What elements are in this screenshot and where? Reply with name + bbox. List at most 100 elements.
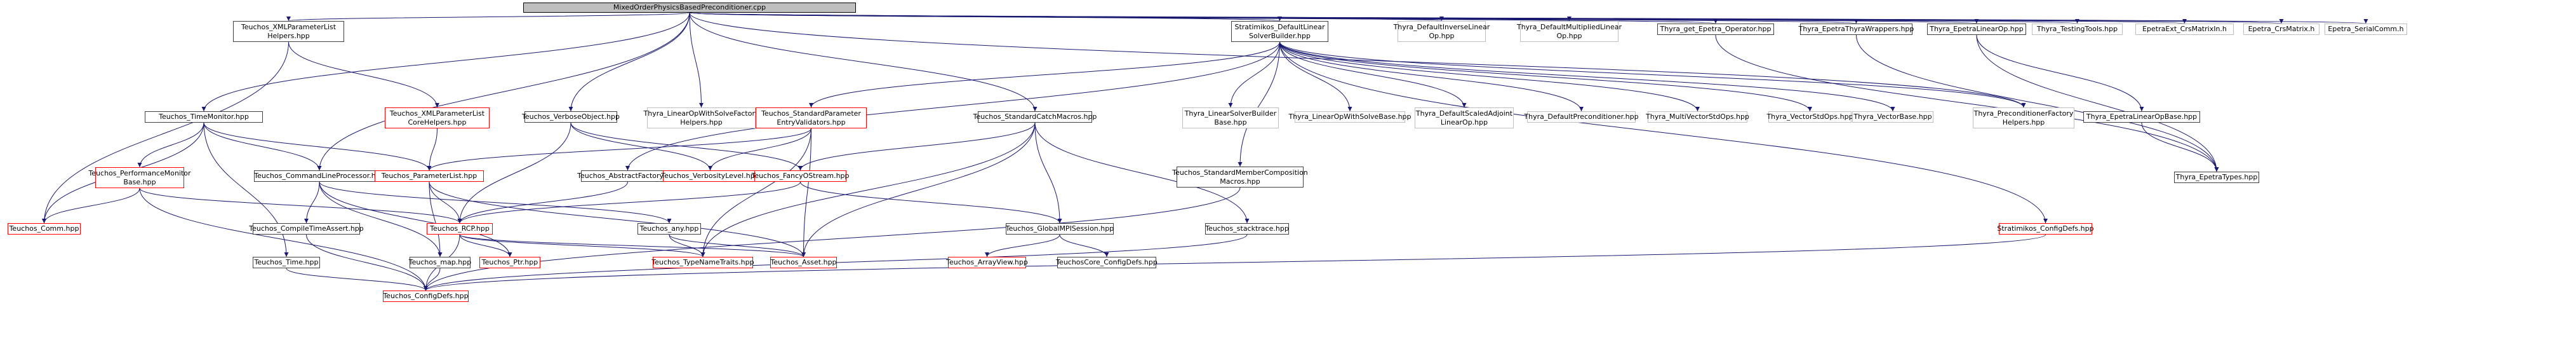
edge-perfmonitor-to-rcp bbox=[139, 188, 462, 224]
node-thyra-default-multiplied-linear-op[interactable]: Thyra_DefaultMultipliedLinear Op.hpp bbox=[1517, 21, 1622, 42]
edge-rcp-to-typenametraits bbox=[459, 234, 705, 257]
node-teuchos-global-mpi-session[interactable]: Teuchos_GlobalMPISession.hpp bbox=[1006, 223, 1114, 235]
node-epetra-serial-comm[interactable]: Epetra_SerialComm.h bbox=[2325, 24, 2407, 35]
node-thyra-default-inverse-linear-op[interactable]: Thyra_DefaultInverseLinear Op.hpp bbox=[1394, 21, 1490, 42]
edge-defaultlinear-to-stdmembercomposition bbox=[1238, 41, 1280, 167]
edge-configdefs_strat-to-configdefs bbox=[424, 234, 2046, 291]
node-thyra-testing-tools[interactable]: Thyra_TestingTools.hpp bbox=[2032, 24, 2123, 35]
node-stratimikos-default-linear-solver-builder[interactable]: Stratimikos_DefaultLinear SolverBuilder.… bbox=[1231, 21, 1328, 42]
node-teuchos-xml-parameter-list-core-helpers[interactable]: Teuchos_XMLParameterList CoreHelpers.hpp bbox=[385, 107, 490, 128]
edge-root-to-verboseobject bbox=[568, 12, 690, 112]
edge-xmlhelpers-to-comm bbox=[42, 41, 289, 224]
edge-root-to-timemonitor bbox=[201, 12, 690, 112]
node-teuchos-array-view[interactable]: Teuchos_ArrayView.hpp bbox=[946, 257, 1028, 268]
edge-stdcatchmacros-to-stacktrace bbox=[1034, 122, 1250, 224]
node-teuchos-command-line-processor[interactable]: Teuchos_CommandLineProcessor.hpp bbox=[254, 170, 385, 182]
edge-defaultlinear-to-defaultscaledadjoint bbox=[1279, 41, 1467, 108]
edge-epetralinearop-to-epetralinearopbase bbox=[1976, 34, 2144, 112]
edge-cmdlineprocessor-to-any bbox=[319, 181, 672, 224]
node-teuchos-standard-catch-macros[interactable]: Teuchos_StandardCatchMacros.hpp bbox=[973, 111, 1097, 123]
edge-getepetra-to-epetratypes bbox=[1715, 34, 2219, 172]
node-teuchos-type-name-traits[interactable]: Teuchos_TypeNameTraits.hpp bbox=[651, 257, 754, 268]
edge-verboseobject-to-rcp bbox=[457, 122, 571, 224]
node-teuchos-xml-parameter-list-helpers[interactable]: Teuchos_XMLParameterList Helpers.hpp bbox=[233, 21, 344, 42]
edge-epetrathyrawrappers-to-epetratypes bbox=[1856, 34, 2219, 172]
node-thyra-multi-vector-std-ops[interactable]: Thyra_MultiVectorStdOps.hpp bbox=[1646, 111, 1749, 123]
edge-parameterlist-to-map bbox=[429, 181, 443, 257]
edge-defaultlinear-to-linearopwithsolvebase bbox=[1279, 41, 1352, 112]
node-teuchos-comm[interactable]: Teuchos_Comm.hpp bbox=[8, 223, 81, 235]
node-teuchos-rcp[interactable]: Teuchos_RCP.hpp bbox=[427, 223, 493, 235]
node-epetra-crs-matrix[interactable]: Epetra_CrsMatrix.h bbox=[2243, 24, 2319, 35]
edge-verboseobject-to-fancyostream bbox=[570, 122, 803, 171]
node-thyra-linear-solver-builder-base[interactable]: Thyra_LinearSolverBuilder Base.hpp bbox=[1182, 107, 1279, 128]
node-thyra-vector-base[interactable]: Thyra_VectorBase.hpp bbox=[1852, 111, 1933, 123]
edge-epetralinearopbase-to-epetratypes bbox=[2141, 122, 2219, 172]
edge-parameterlist-to-asset bbox=[429, 181, 806, 257]
node-teuchos-any[interactable]: Teuchos_any.hpp bbox=[637, 223, 701, 235]
edge-cmdlineprocessor-to-map bbox=[319, 181, 443, 257]
edge-defaultlinear-to-defaultpreconditioner bbox=[1279, 41, 1584, 112]
node-thyra-epetra-types[interactable]: Thyra_EpetraTypes.hpp bbox=[2174, 172, 2259, 183]
edge-stdcatchmacros-to-fancyostream bbox=[798, 122, 1036, 171]
edge-defaultlinear-to-preconditionerfactory bbox=[1279, 41, 2026, 108]
node-teuchos-map[interactable]: Teuchos_map.hpp bbox=[409, 257, 471, 268]
edge-root-to-cmdlineprocessor bbox=[317, 12, 690, 171]
edge-root-to-xmlhelpers bbox=[286, 12, 690, 22]
node-teuchos-standard-parameter-entry-validators[interactable]: Teuchos_StandardParameter EntryValidator… bbox=[756, 107, 867, 128]
edge-time-to-configdefs bbox=[286, 268, 428, 291]
node-thyra-epetra-linear-op[interactable]: Thyra_EpetraLinearOp.hpp bbox=[1927, 24, 2026, 35]
node-epetraext-crs-matrix-in[interactable]: EpetraExt_CrsMatrixIn.h bbox=[2135, 24, 2234, 35]
edge-root-to-preconditionerfactory bbox=[689, 12, 2026, 108]
node-teuchos-standard-member-composition-macros[interactable]: Teuchos_StandardMemberComposition Macros… bbox=[1172, 167, 1308, 188]
node-thyra-epetra-linear-op-base[interactable]: Thyra_EpetraLinearOpBase.hpp bbox=[2083, 111, 2200, 123]
node-teuchos-abstract-factory[interactable]: Teuchos_AbstractFactory.hpp bbox=[577, 170, 678, 182]
edge-parameterlist-to-rcp bbox=[429, 181, 462, 224]
edge-fancyostream-to-globalmpisession bbox=[800, 181, 1062, 224]
node-thyra-preconditioner-factory-helpers[interactable]: Thyra_PreconditionerFactory Helpers.hpp bbox=[1973, 107, 2074, 128]
node-teuchoscore-config-defs[interactable]: TeuchosCore_ConfigDefs.hpp bbox=[1056, 257, 1158, 268]
node-teuchos-fancy-ostream[interactable]: Teuchos_FancyOStream.hpp bbox=[751, 170, 850, 182]
node-thyra-vector-std-ops[interactable]: Thyra_VectorStdOps.hpp bbox=[1766, 111, 1853, 123]
node-teuchos-time[interactable]: Teuchos_Time.hpp bbox=[253, 257, 320, 268]
node-teuchos-config-defs[interactable]: Teuchos_ConfigDefs.hpp bbox=[383, 291, 469, 302]
edge-timemonitor-to-perfmonitor bbox=[137, 122, 204, 168]
edge-stdcatchmacros-to-globalmpisession bbox=[1034, 122, 1062, 224]
node-thyra-default-scaled-adjoint-linear-op[interactable]: Thyra_DefaultScaledAdjoint LinearOp.hpp bbox=[1415, 107, 1514, 128]
edge-root-to-stdcatchmacros bbox=[689, 12, 1038, 112]
node-thyra-epetra-thyra-wrappers[interactable]: Thyra_EpetraThyraWrappers.hpp bbox=[1799, 24, 1914, 35]
node-thyra-default-preconditioner[interactable]: Thyra_DefaultPreconditioner.hpp bbox=[1524, 111, 1639, 123]
edge-defaultlinear-to-vectorbase bbox=[1279, 41, 1895, 112]
edge-any-to-typenametraits bbox=[669, 234, 705, 257]
edge-abstractfactory-to-rcp bbox=[457, 181, 628, 224]
edge-defaultlinear-to-vectorstdops bbox=[1279, 41, 1812, 112]
node-teuchos-ptr[interactable]: Teuchos_Ptr.hpp bbox=[479, 257, 540, 268]
edge-xmlhelpers-to-xmlcorehelpers bbox=[288, 41, 439, 108]
node-mixed-order-physics-based-preconditioner[interactable]: MixedOrderPhysicsBasedPreconditioner.cpp bbox=[523, 3, 856, 13]
node-teuchos-parameter-list[interactable]: Teuchos_ParameterList.hpp bbox=[375, 170, 484, 182]
edge-stdcatchmacros-to-typenametraits bbox=[700, 122, 1036, 257]
edge-timemonitor-to-parameterlist bbox=[203, 122, 432, 171]
edge-timemonitor-to-cmdlineprocessor bbox=[203, 122, 322, 171]
node-teuchos-verbosity-level[interactable]: Teuchos_VerbosityLevel.hpp bbox=[661, 170, 759, 182]
node-thyra-get-epetra-operator[interactable]: Thyra_get_Epetra_Operator.hpp bbox=[1657, 24, 1774, 35]
node-teuchos-asset[interactable]: Teuchos_Asset.hpp bbox=[770, 257, 837, 268]
node-teuchos-time-monitor[interactable]: Teuchos_TimeMonitor.hpp bbox=[145, 111, 263, 123]
node-thyra-linear-op-with-solve-base[interactable]: Thyra_LinearOpWithSolveBase.hpp bbox=[1288, 111, 1411, 123]
node-thyra-linear-op-with-solve-factory-helpers[interactable]: Thyra_LinearOpWithSolveFactory Helpers.h… bbox=[644, 107, 759, 128]
node-teuchos-verbose-object[interactable]: Teuchos_VerboseObject.hpp bbox=[522, 111, 620, 123]
edge-xmlcorehelpers-to-parameterlist bbox=[427, 128, 437, 171]
edge-any-to-asset bbox=[669, 234, 806, 257]
node-teuchos-stacktrace[interactable]: Teuchos_stacktrace.hpp bbox=[1205, 223, 1289, 235]
edge-verboseobject-to-verbositylevel bbox=[570, 122, 712, 171]
edge-stdparamentry-to-asset bbox=[801, 128, 811, 257]
edge-globalmpisession-to-coreconfigdefs bbox=[1059, 234, 1109, 257]
node-teuchos-performance-monitor-base[interactable]: Teuchos_PerformanceMonitor Base.hpp bbox=[88, 167, 191, 188]
node-stratimikos-config-defs[interactable]: Stratimikos_ConfigDefs.hpp bbox=[1997, 223, 2094, 235]
edge-stdparamentry-to-parameterlist bbox=[427, 128, 811, 171]
node-teuchos-compile-time-assert[interactable]: Teuchos_CompileTimeAssert.hpp bbox=[249, 223, 364, 235]
edge-perfmonitor-to-comm bbox=[42, 188, 140, 224]
edge-epetralinearop-to-epetratypes bbox=[1976, 34, 2219, 172]
